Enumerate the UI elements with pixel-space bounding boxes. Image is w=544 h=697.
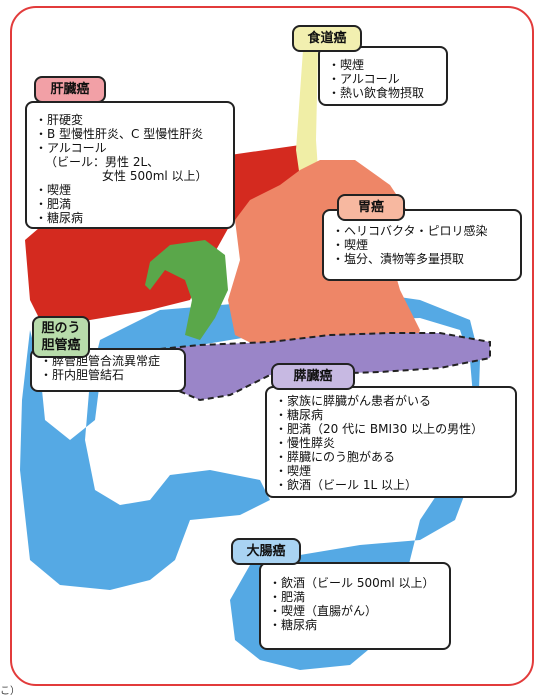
pancreatic-risk-box: ・家族に膵臓がん患者がいる・糖尿病・肥満（20 代に BMI30 以上の男性）・… bbox=[265, 386, 517, 498]
risk-item: ・アルコール bbox=[328, 72, 400, 86]
biliary-tag-line1: 胆のう bbox=[41, 321, 81, 336]
risk-item: ・肝内胆管結石 bbox=[40, 368, 125, 382]
risk-item: ・膵臓にのう胞がある bbox=[275, 450, 396, 464]
risk-item: （ビール：男性 2L、 bbox=[45, 155, 160, 169]
risk-item: ・糖尿病 bbox=[275, 408, 324, 422]
risk-item: ・喫煙（直腸がん） bbox=[269, 604, 378, 618]
risk-item: ・肥満（20 代に BMI30 以上の男性） bbox=[275, 422, 484, 436]
risk-item: ・慢性膵炎 bbox=[275, 436, 336, 450]
risk-item: ・糖尿病 bbox=[269, 618, 318, 632]
diagram-frame bbox=[10, 6, 534, 686]
colorectal-cancer-tag: 大腸癌 bbox=[231, 538, 301, 565]
risk-item: ・飲酒（ビール 1L 以上） bbox=[275, 478, 417, 492]
biliary-tag-line2: 胆管癌 bbox=[41, 338, 81, 353]
esophageal-cancer-tag: 食道癌 bbox=[292, 25, 362, 52]
risk-item: ・喫煙 bbox=[332, 238, 369, 252]
risk-item: ・喫煙 bbox=[328, 58, 365, 72]
biliary-risk-list: ・膵管胆管合流異常症・肝内胆管結石 bbox=[40, 354, 176, 382]
stomach-cancer-tag: 胃癌 bbox=[337, 194, 405, 221]
esophagus-shape bbox=[296, 50, 318, 178]
risk-item: ・家族に膵臓がん患者がいる bbox=[275, 394, 432, 408]
footnote: こ） bbox=[0, 686, 20, 697]
stomach-risk-list: ・ヘリコバクタ・ピロリ感染・喫煙・塩分、漬物等多量摂取 bbox=[332, 224, 512, 266]
colorectal-risk-box: ・飲酒（ビール 500ml 以上）・肥満・喫煙（直腸がん）・糖尿病 bbox=[259, 562, 451, 650]
liver-risk-box: ・肝硬変・B 型慢性肝炎、C 型慢性肝炎・アルコール（ビール：男性 2L、女性 … bbox=[25, 101, 235, 229]
risk-item: ・熱い飲食物摂取 bbox=[328, 86, 425, 100]
risk-item: ・糖尿病 bbox=[35, 211, 84, 225]
gallbladder-shape bbox=[145, 240, 228, 340]
risk-item: ・肥満 bbox=[35, 197, 72, 211]
pancreatic-risk-list: ・家族に膵臓がん患者がいる・糖尿病・肥満（20 代に BMI30 以上の男性）・… bbox=[275, 394, 507, 492]
biliary-risk-box: ・膵管胆管合流異常症・肝内胆管結石 bbox=[30, 348, 186, 392]
risk-item: ・B 型慢性肝炎、C 型慢性肝炎 bbox=[35, 127, 204, 141]
risk-item: ・肝硬変 bbox=[35, 113, 84, 127]
esophageal-risk-box: ・喫煙・アルコール・熱い飲食物摂取 bbox=[318, 46, 448, 106]
risk-item: ・肥満 bbox=[269, 590, 306, 604]
liver-shape bbox=[25, 145, 310, 330]
risk-item: ・飲酒（ビール 500ml 以上） bbox=[269, 576, 435, 590]
risk-item: ・アルコール bbox=[35, 141, 107, 155]
risk-item: ・塩分、漬物等多量摂取 bbox=[332, 252, 465, 266]
liver-cancer-tag: 肝臓癌 bbox=[34, 76, 106, 103]
pancreatic-cancer-tag: 膵臓癌 bbox=[271, 363, 355, 390]
liver-risk-list: ・肝硬変・B 型慢性肝炎、C 型慢性肝炎・アルコール（ビール：男性 2L、女性 … bbox=[35, 113, 225, 225]
risk-item: ・ヘリコバクタ・ピロリ感染 bbox=[332, 224, 488, 238]
biliary-cancer-tag: 胆のう 胆管癌 bbox=[32, 316, 90, 358]
risk-item: ・喫煙 bbox=[35, 183, 72, 197]
esophageal-risk-list: ・喫煙・アルコール・熱い飲食物摂取 bbox=[328, 58, 438, 100]
risk-item: ・喫煙 bbox=[275, 464, 312, 478]
risk-item: 女性 500ml 以上） bbox=[102, 169, 208, 183]
colorectal-risk-list: ・飲酒（ビール 500ml 以上）・肥満・喫煙（直腸がん）・糖尿病 bbox=[269, 576, 441, 632]
stomach-risk-box: ・ヘリコバクタ・ピロリ感染・喫煙・塩分、漬物等多量摂取 bbox=[322, 209, 522, 281]
